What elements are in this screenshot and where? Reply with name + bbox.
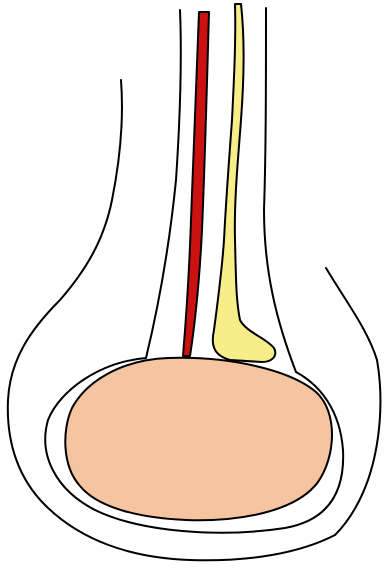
peach-body (65, 358, 332, 520)
red-vessel (183, 12, 209, 356)
cord-outline-right (264, 8, 296, 372)
cord-outline-left (146, 10, 181, 358)
